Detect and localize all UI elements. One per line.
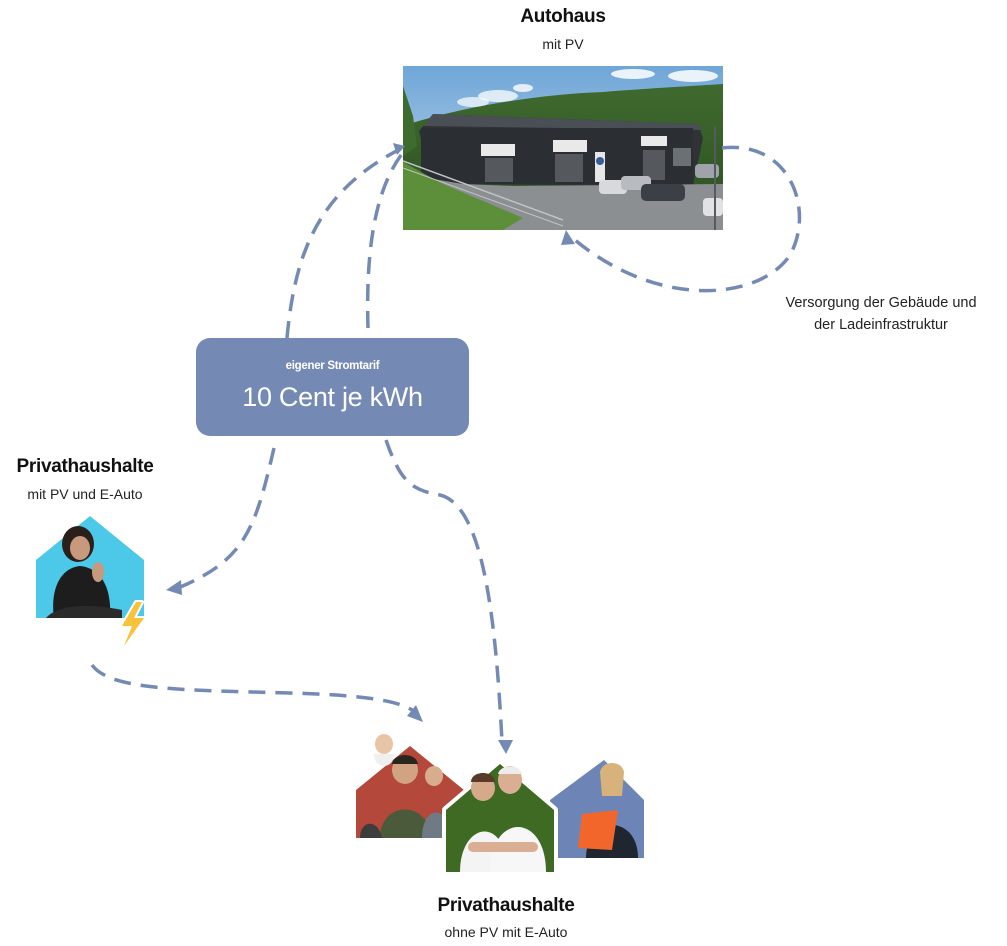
house-couple xyxy=(442,760,558,876)
tariff-price: 10 Cent je kWh xyxy=(242,382,423,412)
supply-caption-line1: Versorgung der Gebäude und xyxy=(785,295,977,311)
households-nopv-subtitle: ohne PV mit E-Auto xyxy=(444,924,568,940)
arrowhead-autohaus-outer xyxy=(393,143,405,155)
autohaus-subtitle: mit PV xyxy=(542,36,584,52)
households-pv-title: Privathaushalte xyxy=(16,456,154,477)
arrow-households-pv-to-nopv xyxy=(90,663,417,714)
arrow-autohaus-self-loop xyxy=(573,145,802,293)
tariff-label: eigener Stromtarif xyxy=(285,360,380,372)
house-woman xyxy=(546,756,648,862)
arrow-tariff-to-autohaus-inner xyxy=(365,148,407,329)
house-family xyxy=(352,734,468,842)
lightning-bolt-icon xyxy=(120,600,146,648)
arrow-tariff-to-households-pv xyxy=(177,447,276,590)
arrow-tariff-to-autohaus-outer xyxy=(285,146,403,339)
arrow-tariff-to-households-nopv xyxy=(384,439,504,743)
households-nopv-title: Privathaushalte xyxy=(437,895,575,916)
households-nopv-photo xyxy=(352,734,648,876)
autohaus-title: Autohaus xyxy=(520,6,606,27)
arrowhead-pv-to-nopv xyxy=(407,705,423,722)
households-pv-subtitle: mit PV und E-Auto xyxy=(27,486,143,502)
arrowhead-autohaus-loop xyxy=(561,230,575,245)
arrowhead-households-pv xyxy=(166,580,182,595)
supply-caption: Versorgung der Gebäude und der Ladeinfra… xyxy=(770,292,992,336)
autohaus-photo xyxy=(403,66,723,230)
arrowhead-households-nopv xyxy=(498,740,513,754)
supply-caption-line2: der Ladeinfrastruktur xyxy=(814,317,948,333)
tariff-box: eigener Stromtarif 10 Cent je kWh xyxy=(196,338,469,436)
household-pv-photo xyxy=(31,511,149,648)
